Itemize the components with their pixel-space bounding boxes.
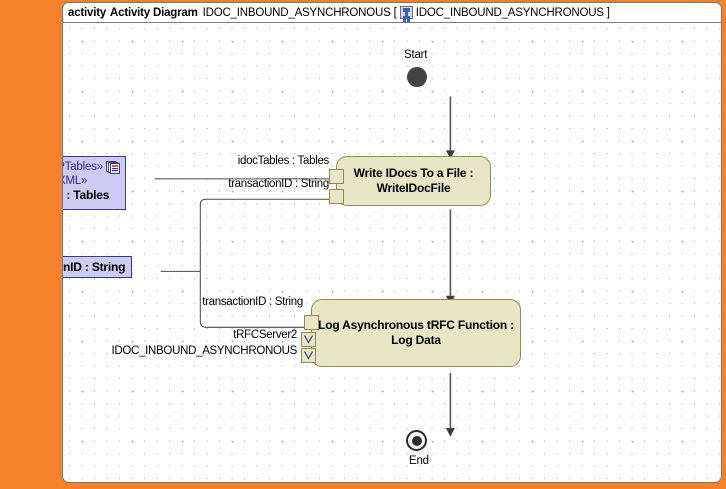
sap-tables-stereotype-2: «XML»: [63, 175, 88, 187]
sap-tables-name: tables : Tables: [63, 188, 110, 202]
activity-diagram-frame: activity Activity Diagram IDOC_INBOUND_A…: [62, 2, 722, 483]
edge-transactionid-to-log-pin: [199, 271, 342, 327]
log-trfc-line-2: Log Data: [391, 333, 441, 347]
input-pin-transaction-id-write[interactable]: [329, 189, 344, 204]
tables-stack-icon: [106, 161, 120, 174]
end-node-label: End: [409, 455, 429, 467]
input-pin-transaction-id-log[interactable]: [304, 315, 319, 330]
input-pin-trfc-server2[interactable]: [301, 332, 316, 347]
frame-bracket-open: [: [393, 6, 397, 19]
start-node[interactable]: [407, 67, 427, 87]
edge-label-idoc-inbound-async: IDOC_INBOUND_ASYNCHRONOUS: [111, 345, 298, 357]
transaction-id-name: transactionID : String: [63, 259, 126, 274]
object-node-transaction-id[interactable]: transactionID : String: [63, 256, 132, 278]
activity-diagram-icon: [399, 6, 413, 19]
edge-label-trfc-server2: tRFCServer2: [233, 329, 297, 341]
diagram-frame-header: activity Activity Diagram IDOC_INBOUND_A…: [63, 3, 721, 23]
connector-layer: [154, 96, 455, 437]
write-idocs-line-2: WriteIDocFile: [376, 181, 451, 195]
sap-tables-stereotype-1: «SAPTables»: [63, 161, 103, 173]
frame-kind: Activity Diagram: [110, 6, 198, 19]
frame-context: IDOC_INBOUND_ASYNCHRONOUS: [415, 6, 604, 19]
frame-keyword: activity: [68, 6, 107, 19]
edge-label-idoc-tables: idocTables : Tables: [237, 155, 330, 167]
edge-transactionid-to-write-idocs-pin: [199, 199, 368, 272]
frame-bracket-close: ]: [606, 6, 610, 19]
end-node[interactable]: [406, 430, 427, 451]
activity-log-trfc[interactable]: Log Asynchronous tRFC Function : Log Dat…: [311, 299, 521, 367]
write-idocs-line-1: Write IDocs To a File :: [353, 166, 474, 180]
activity-write-idocs[interactable]: Write IDocs To a File : WriteIDocFile: [336, 156, 491, 206]
grid-background: [63, 23, 721, 482]
start-node-label: Start: [404, 49, 428, 61]
chevron-down-icon: [303, 335, 314, 344]
chevron-down-icon: [303, 351, 314, 360]
object-node-sap-tables[interactable]: «SAPTables» «XML» tables : Tables: [63, 156, 126, 210]
log-trfc-line-1: Log Asynchronous tRFC Function :: [318, 318, 514, 332]
edge-label-transaction-id-bottom: transactionID : String: [202, 296, 303, 308]
input-pin-idoc-tables[interactable]: [329, 169, 344, 184]
input-pin-idoc-inbound-async[interactable]: [301, 348, 316, 363]
frame-name: IDOC_INBOUND_ASYNCHRONOUS: [202, 6, 391, 19]
edge-label-transaction-id-top: transactionID : String: [228, 178, 329, 190]
